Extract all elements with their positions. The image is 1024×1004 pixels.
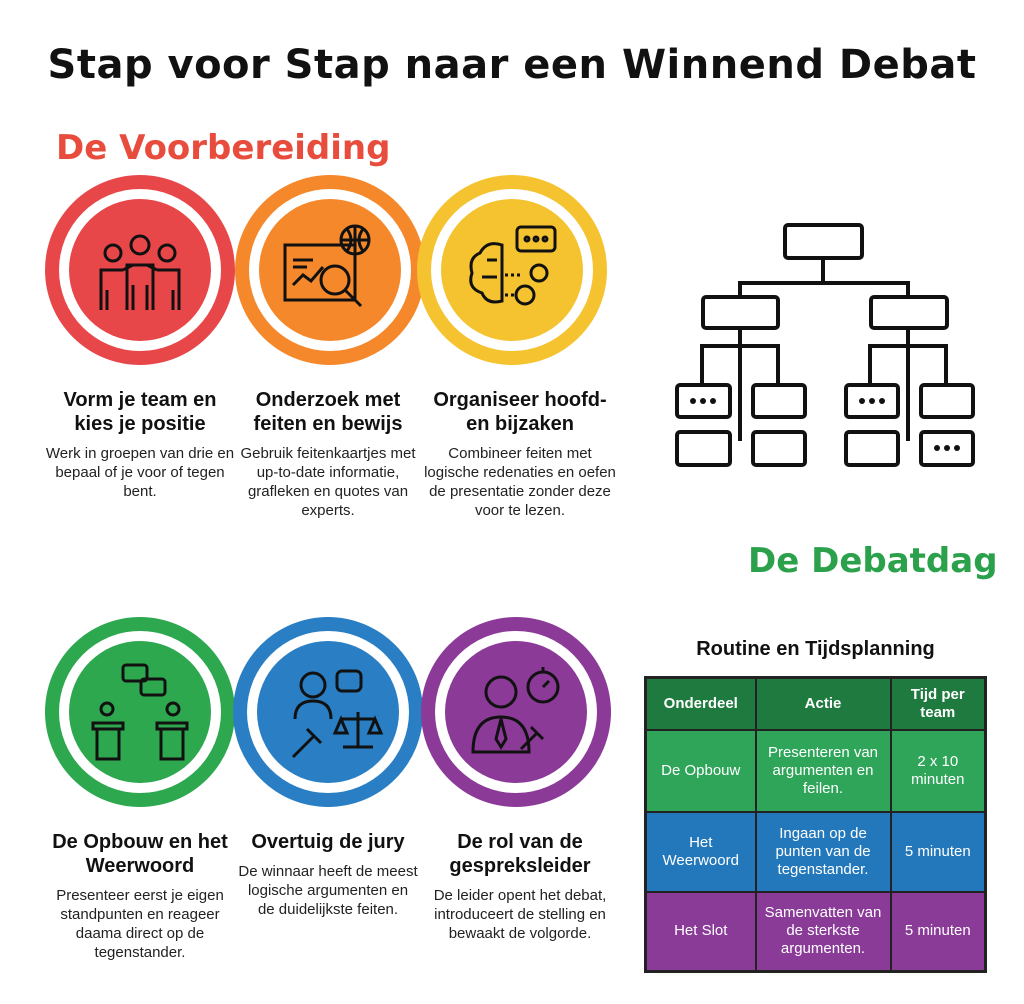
column-header: Actie	[754, 676, 892, 731]
day-step-2: Overtuig de jury De winnaar heeft de mee…	[238, 830, 418, 919]
table-cell: Het Weerwoord	[644, 810, 757, 893]
table-title: Routine en Tijdsplanning	[696, 638, 935, 660]
day-step-3: De rol van de gespreksleider De leider o…	[425, 830, 615, 943]
prep-step-1: Vorm je team en kies je positie Werk in …	[45, 388, 235, 501]
step-text: De leider opent het debat, introduceert …	[433, 887, 607, 942]
step-text: Combineer feiten met logische redenaties…	[424, 445, 616, 519]
table-cell: 5 minuten	[889, 890, 987, 973]
step-text: De winnaar heeft de meest logische argum…	[238, 863, 418, 918]
table-cell: 2 x 10 minuten	[889, 728, 987, 813]
section-heading-preparation: De Voorbereiding	[56, 128, 391, 168]
table-cell: De Opbouw	[644, 728, 757, 813]
table-cell: Presenteren van argumenten en feilen.	[754, 728, 892, 813]
podium-circle	[45, 617, 235, 807]
team-icon	[99, 234, 181, 310]
step-text: Werk in groepen van drie en bepaal of je…	[45, 445, 235, 500]
team-circle	[45, 175, 235, 365]
hierarchy-diagram-icon	[675, 223, 975, 467]
column-header: Tijd per team	[889, 676, 987, 731]
table-row: Het Weerwoord Ingaan op de punten van de…	[644, 810, 987, 893]
table-cell: Ingaan op de punten van de tegenstander.	[754, 810, 892, 893]
column-header: Onderdeel	[644, 676, 757, 731]
prep-step-2: Onderzoek met feiten en bewijs Gebruik f…	[233, 388, 423, 520]
brain-gears-icon	[469, 225, 557, 306]
step-title: Vorm je team en kies je positie	[63, 389, 217, 435]
step-title: De rol van de gespreksleider	[449, 831, 591, 877]
step-text: Presenteer eerst je eigen standpunten en…	[56, 887, 224, 961]
research-circle	[235, 175, 425, 365]
moderator-icon	[471, 667, 560, 754]
schedule-table: Onderdeel Actie Tijd per team De Opbouw …	[644, 676, 987, 973]
podiums-icon	[91, 663, 189, 761]
prep-step-3: Organiseer hoofd- en bijzaken Combineer …	[420, 388, 620, 520]
step-title: Onderzoek met feiten en bewijs	[253, 389, 403, 435]
page-title: Stap voor Stap naar een Winnend Debat	[47, 42, 977, 88]
table-cell: 5 minuten	[889, 810, 987, 893]
table-header-row: Onderdeel Actie Tijd per team	[644, 676, 987, 731]
research-icon	[283, 224, 371, 308]
table-row: Het Slot Samenvatten van de sterkste arg…	[644, 890, 987, 973]
organise-circle	[417, 175, 607, 365]
table-row: De Opbouw Presenteren van argumenten en …	[644, 728, 987, 813]
section-heading-debate-day: De Debatdag	[748, 541, 998, 581]
step-text: Gebruik feitenkaartjes met up-to-date in…	[240, 445, 416, 519]
day-step-1: De Opbouw en het Weerwoord Presenteer ee…	[45, 830, 235, 962]
jury-icon	[291, 669, 383, 759]
table-cell: Het Slot	[644, 890, 757, 973]
step-title: Organiseer hoofd- en bijzaken	[433, 389, 607, 435]
moderator-circle	[421, 617, 611, 807]
step-title: De Opbouw en het Weerwoord	[52, 831, 228, 877]
table-cell: Samenvatten van de sterkste argumenten.	[754, 890, 892, 973]
jury-circle	[233, 617, 423, 807]
step-title: Overtuig de jury	[251, 831, 405, 853]
